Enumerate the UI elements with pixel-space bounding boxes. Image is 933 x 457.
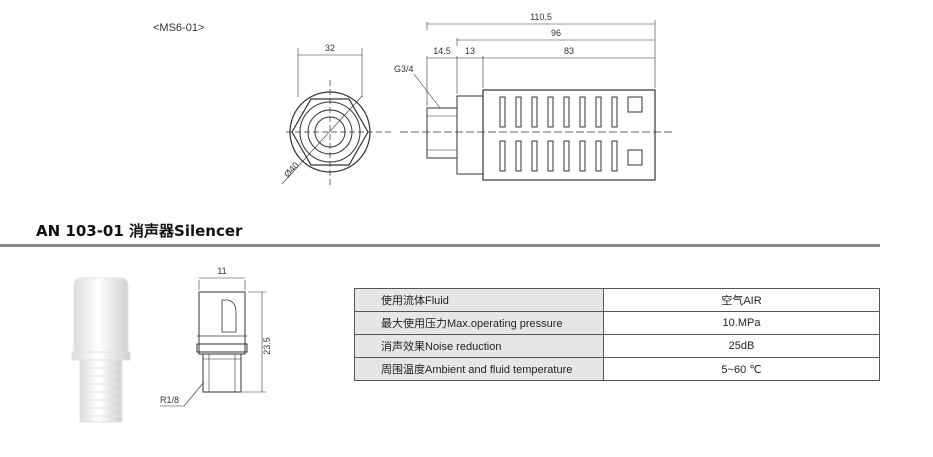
dim-body-length: 96 — [551, 28, 561, 38]
dim-overall-length: 110.5 — [530, 12, 552, 22]
silencer-small-drawing: 11 23.5 R1/8 — [160, 266, 272, 407]
product-photo — [71, 277, 131, 423]
dim-diameter: Ø40 — [282, 160, 301, 179]
small-dim-thread: R1/8 — [160, 395, 179, 405]
table-row: 最大使用压力Max.operating pressure 10.MPa — [354, 311, 880, 335]
section-title: AN 103-01 消声器Silencer — [36, 222, 243, 240]
dim-width: 32 — [325, 43, 335, 53]
dim-neck-length: 13 — [465, 46, 475, 56]
silencer-technical-drawing: 32 Ø40 110.5 96 14.5 13 83 G3/4 — [281, 12, 675, 186]
dim-hex-length: 14.5 — [433, 46, 451, 56]
spec-value: 10.MPa — [603, 311, 880, 335]
section-divider — [0, 244, 880, 247]
spec-label: 周围温度Ambient and fluid temperature — [354, 357, 604, 381]
spec-label: 使用流体Fluid — [354, 288, 604, 312]
spec-value: 25dB — [603, 334, 880, 358]
dim-slot-length: 83 — [564, 46, 574, 56]
dim-thread: G3/4 — [394, 64, 414, 74]
spec-table: 使用流体Fluid 空气AIR 最大使用压力Max.operating pres… — [354, 288, 880, 381]
spec-label: 最大使用压力Max.operating pressure — [354, 311, 604, 335]
spec-value: 5~60 ℃ — [603, 357, 880, 381]
table-row: 消声效果Noise reduction 25dB — [354, 334, 880, 358]
spec-value: 空气AIR — [603, 288, 880, 312]
small-dim-width: 11 — [217, 266, 226, 276]
table-row: 周围温度Ambient and fluid temperature 5~60 ℃ — [354, 357, 880, 381]
model-label: <MS6-01> — [153, 22, 205, 34]
small-dim-height: 23.5 — [262, 337, 272, 355]
table-row: 使用流体Fluid 空气AIR — [354, 288, 880, 312]
spec-label: 消声效果Noise reduction — [354, 334, 604, 358]
